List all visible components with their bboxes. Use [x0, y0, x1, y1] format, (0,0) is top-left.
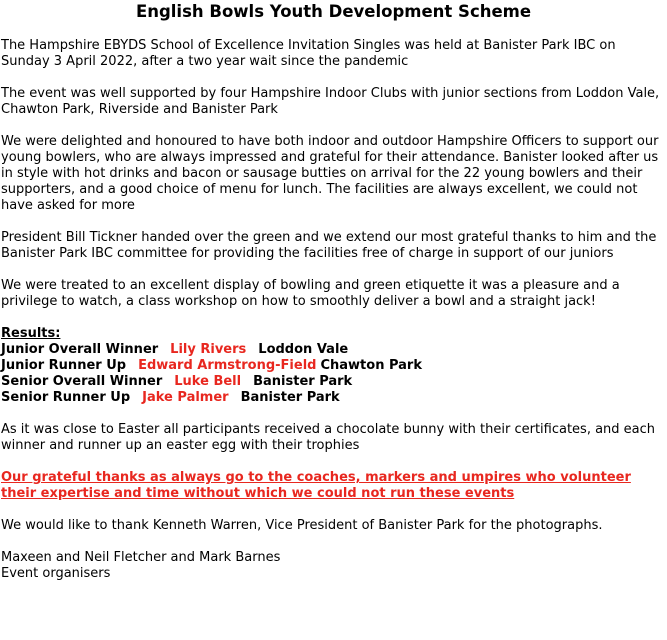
result-row: Senior Runner Up Jake Palmer Banister Park: [1, 390, 666, 406]
result-club: Banister Park: [253, 374, 353, 389]
result-row: Junior Overall Winner Lily Rivers Loddon V…: [1, 342, 666, 358]
officers-paragraph: We were delighted and honoured to have b…: [1, 134, 659, 213]
result-row: Senior Overall Winner Luke Bell Banister P…: [1, 374, 666, 390]
results-heading: Results:: [1, 326, 61, 341]
display-paragraph: We were treated to an excellent display …: [1, 278, 620, 309]
result-category: Junior Runner Up: [1, 358, 127, 373]
result-club: Loddon Vale: [258, 342, 349, 357]
result-name: Lily Rivers: [170, 342, 247, 357]
clubs-paragraph: The event was well supported by four Ham…: [1, 86, 660, 117]
result-category: Senior Overall Winner: [1, 374, 163, 389]
article-body: The Hampshire EBYDS School of Excellence…: [0, 38, 667, 582]
organisers-role: Event organisers: [1, 566, 111, 581]
organisers-names: Maxeen and Neil Fletcher and Mark Barnes: [1, 550, 281, 565]
result-name: Jake Palmer: [142, 390, 229, 405]
thanks-paragraph: Our grateful thanks as always go to the …: [1, 470, 631, 501]
photographs-paragraph: We would like to thank Kenneth Warren, V…: [1, 518, 603, 533]
result-category: Senior Runner Up: [1, 390, 131, 405]
easter-paragraph: As it was close to Easter all participan…: [1, 422, 656, 453]
result-name: Luke Bell: [174, 374, 242, 389]
page-title: English Bowls Youth Development Scheme: [135, 2, 532, 21]
results-list: Junior Overall Winner Lily Rivers Loddon V…: [1, 342, 666, 406]
result-club: Chawton Park: [320, 358, 422, 373]
result-club: Banister Park: [240, 390, 340, 405]
intro-paragraph: The Hampshire EBYDS School of Excellence…: [1, 38, 616, 69]
result-name: Edward Armstrong-Field: [138, 358, 317, 373]
president-paragraph: President Bill Tickner handed over the g…: [1, 230, 657, 261]
result-category: Junior Overall Winner: [1, 342, 159, 357]
